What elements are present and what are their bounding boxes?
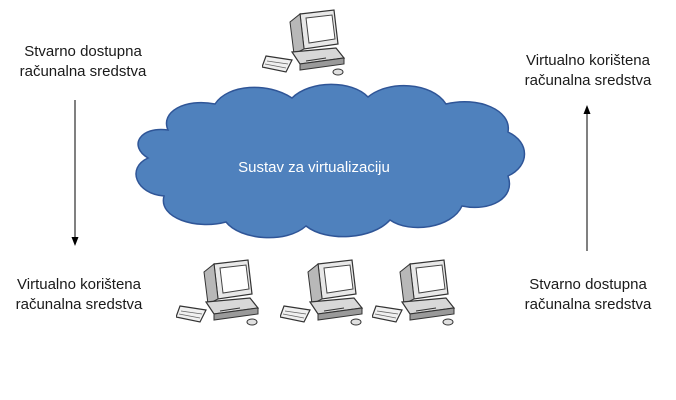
right-top-label: Virtualno korištena računalna sredstva [503,51,673,91]
left-bottom-label-line2: računalna sredstva [15,296,143,313]
arrow-down-icon [71,100,79,246]
left-bottom-label: Virtualno korištena računalna sredstva [0,275,164,315]
desktop-computer-icon [280,259,363,326]
right-bottom-label-line2: računalna sredstva [524,296,652,313]
left-top-label: Stvarno dostupna računalna sredstva [0,42,168,82]
desktop-computer-icon [176,259,259,326]
right-top-label-line2: računalna sredstva [524,72,652,89]
desktop-computer-icon [262,9,345,76]
arrow-up-icon [583,105,591,251]
desktop-computer-icon [372,259,455,326]
right-top-label-line1: Virtualno korištena [526,52,650,69]
right-bottom-label-line1: Stvarno dostupna [529,276,647,293]
cloud-shape [135,83,526,239]
left-top-label-line1: Stvarno dostupna [24,43,142,60]
right-bottom-label: Stvarno dostupna računalna sredstva [503,275,673,315]
left-top-label-line2: računalna sredstva [19,63,147,80]
left-bottom-label-line1: Virtualno korištena [17,276,141,293]
cloud-label: Sustav za virtualizaciju [238,159,390,176]
